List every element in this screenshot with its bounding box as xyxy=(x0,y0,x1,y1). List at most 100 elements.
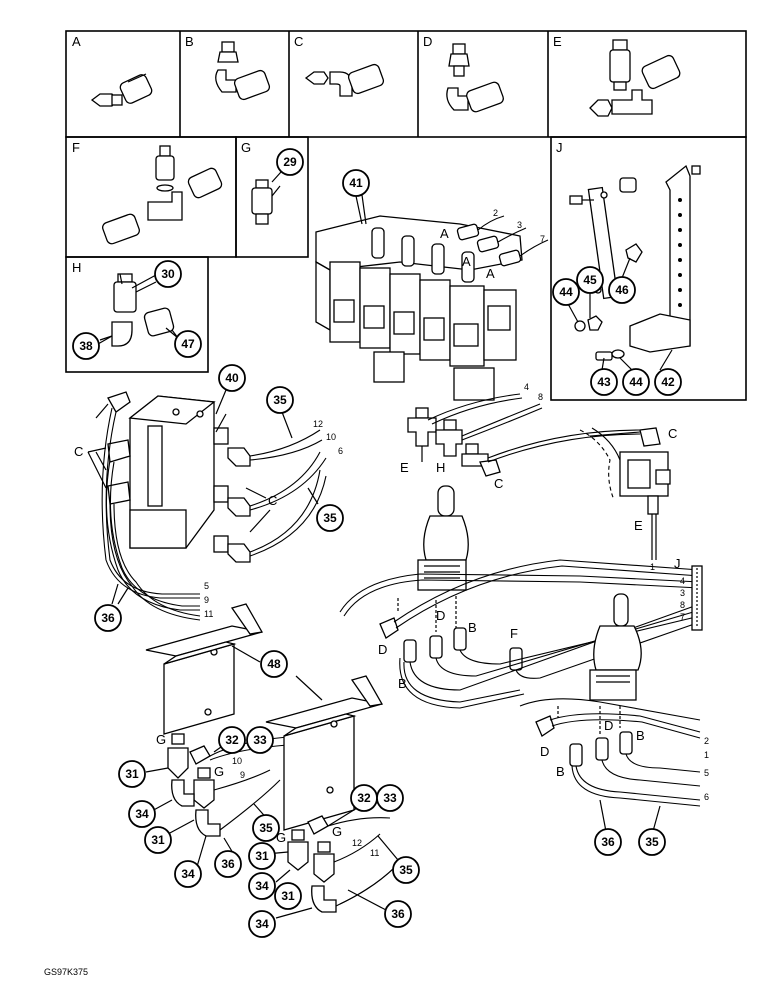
block-hose-11: 11 xyxy=(204,609,213,619)
side-hose-5: 5 xyxy=(704,768,709,778)
callout-bubble-29: 29 xyxy=(276,148,304,176)
callout-bubble-34-d: 34 xyxy=(248,910,276,938)
block-hose-10: 10 xyxy=(326,432,336,442)
top-panel-frame xyxy=(65,30,747,138)
callout-bubble-36-pedal-left: 36 xyxy=(214,850,242,878)
callout-38-text: 38 xyxy=(79,339,93,353)
side-hose-1: 1 xyxy=(704,750,709,760)
pedal1-label-g2: G xyxy=(214,764,224,779)
panel-row-top: A B C D E xyxy=(65,30,747,138)
block-hose-12: 12 xyxy=(313,419,323,429)
callout-bubble-32-left: 32 xyxy=(218,726,246,754)
panel-label-b: B xyxy=(185,34,194,49)
panel-label-d: D xyxy=(423,34,432,49)
callout-bubble-44-upper: 44 xyxy=(552,278,580,306)
callout-bubble-36-pedal-right: 36 xyxy=(384,900,412,928)
callout-34c-text: 34 xyxy=(255,879,269,893)
side-hose-6: 6 xyxy=(704,792,709,802)
panel-f-frame xyxy=(65,136,237,258)
callout-35a-text: 35 xyxy=(273,393,287,407)
callout-32a-text: 32 xyxy=(225,733,239,747)
callout-bubble-34-b: 34 xyxy=(174,860,202,888)
pedal2-label-g1: G xyxy=(276,830,286,845)
callout-bubble-30: 30 xyxy=(154,260,182,288)
callout-45-text: 45 xyxy=(583,273,597,287)
joy2-label-b: B xyxy=(636,728,645,743)
panel-label-h: H xyxy=(72,260,81,275)
callout-36b-text: 36 xyxy=(221,857,235,871)
callout-bubble-31-b: 31 xyxy=(144,826,172,854)
bracket-holes xyxy=(678,198,682,307)
block-hose-5: 5 xyxy=(204,581,209,591)
callout-bubble-47: 47 xyxy=(174,330,202,358)
panel-g-frame xyxy=(235,136,309,258)
tee-manifold-fittings: E H C 4 8 xyxy=(400,382,641,491)
callout-34a-text: 34 xyxy=(135,807,149,821)
joy2-label-b2: B xyxy=(556,764,565,779)
manifold-hose-4: 4 xyxy=(524,382,529,392)
side-hose-2: 2 xyxy=(704,736,709,746)
valve-label-a1: A xyxy=(440,226,449,241)
joy1-label-f: F xyxy=(510,626,518,641)
callout-36a-text: 36 xyxy=(101,611,115,625)
callout-34d-text: 34 xyxy=(255,917,269,931)
manifold-hose-8: 8 xyxy=(538,392,543,402)
pilot-manifold-block: C C 12 10 6 5 9 11 xyxy=(74,391,343,621)
valve-hose-2: 2 xyxy=(493,208,498,218)
right-label-e: E xyxy=(634,518,643,533)
callout-31a-text: 31 xyxy=(125,767,139,781)
callout-bubble-35-joystick: 35 xyxy=(638,828,666,856)
manifold-label-h: H xyxy=(436,460,445,475)
callout-bubble-44-lower: 44 xyxy=(622,368,650,396)
callout-bubble-36-joystick: 36 xyxy=(594,828,622,856)
joy2-label-d: D xyxy=(540,744,549,759)
callout-bubble-35-pedal-left: 35 xyxy=(252,814,280,842)
valve-label-a3: A xyxy=(486,266,495,281)
panel-label-f: F xyxy=(72,140,80,155)
manifold-label-e: E xyxy=(400,460,409,475)
strip-7: 7 xyxy=(680,612,685,622)
callout-bubble-34-a: 34 xyxy=(128,800,156,828)
callout-44a-text: 44 xyxy=(559,285,573,299)
callout-bubble-43: 43 xyxy=(590,368,618,396)
callout-43-text: 43 xyxy=(597,375,611,389)
callout-bubble-42: 42 xyxy=(654,368,682,396)
callout-31b-text: 31 xyxy=(151,833,165,847)
pedal2-hose-12: 12 xyxy=(352,838,362,848)
callout-bubble-48: 48 xyxy=(260,650,288,678)
callout-bubble-33-left: 33 xyxy=(246,726,274,754)
panel-row-second: F G J H xyxy=(65,136,747,401)
valve-hose-3: 3 xyxy=(517,220,522,230)
manifold-label-c: C xyxy=(494,476,503,491)
callout-33a-text: 33 xyxy=(253,733,267,747)
joy1-label-b: B xyxy=(468,620,477,635)
connector-strip xyxy=(691,565,703,631)
callout-29-text: 29 xyxy=(283,155,297,169)
panel-a-fittings xyxy=(90,73,153,107)
panel-label-c: C xyxy=(294,34,303,49)
callout-46-text: 46 xyxy=(615,283,629,297)
pedal1-hose-9: 9 xyxy=(240,770,245,780)
callout-40-text: 40 xyxy=(225,371,239,385)
callout-35b-text: 35 xyxy=(323,511,337,525)
callout-bubble-31-c: 31 xyxy=(248,842,276,870)
callout-bubble-38: 38 xyxy=(72,332,100,360)
callout-30-text: 30 xyxy=(161,267,175,281)
joystick-left: D D B F B J 4 3 8 7 xyxy=(339,485,703,709)
valve-hose-7: 7 xyxy=(540,234,545,244)
joy1-label-d: D xyxy=(378,642,387,657)
strip-4: 4 xyxy=(680,576,685,586)
pedal-right: G G 12 11 xyxy=(265,675,397,913)
callout-35c-text: 35 xyxy=(259,821,273,835)
callout-36d-text: 36 xyxy=(601,835,615,849)
callout-35d-text: 35 xyxy=(399,863,413,877)
callout-35e-text: 35 xyxy=(645,835,659,849)
pedal-left: G G 10 9 xyxy=(145,603,301,837)
panel-label-e: E xyxy=(553,34,562,49)
callout-bubble-41: 41 xyxy=(342,169,370,197)
block-hose-6: 6 xyxy=(338,446,343,456)
callout-bubble-35-block-top: 35 xyxy=(266,386,294,414)
strip-8: 8 xyxy=(680,600,685,610)
panel-c-fittings xyxy=(304,63,385,97)
right-label-c: C xyxy=(668,426,677,441)
